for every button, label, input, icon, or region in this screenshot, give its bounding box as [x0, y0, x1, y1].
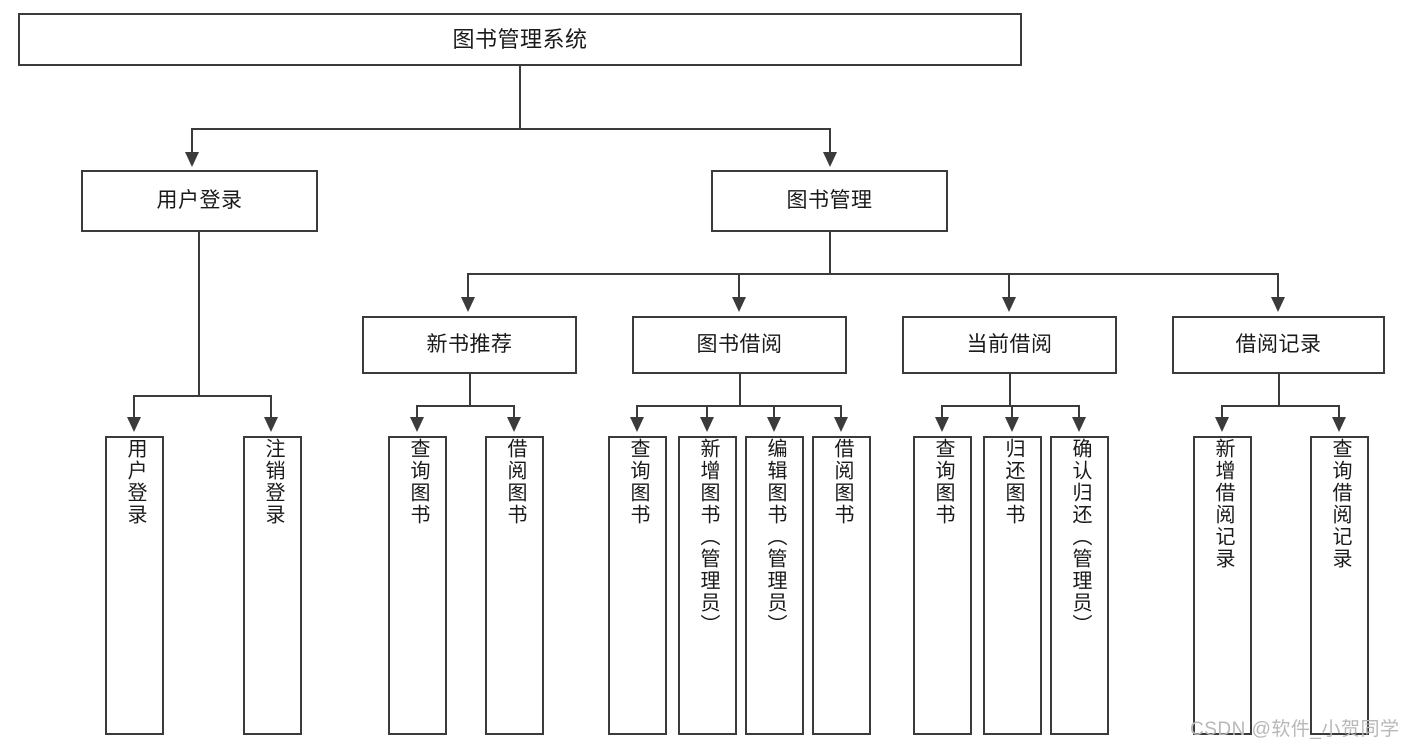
node-label: 用户登录 — [124, 438, 146, 526]
connector-to-leaf-logout — [270, 395, 272, 419]
connector-borrow-record-stem — [1278, 374, 1280, 406]
connector-to-leaf-edit-book — [773, 405, 775, 419]
arrowhead-leaf-borrow-book-1 — [507, 417, 521, 432]
node-label: 查询图书 — [627, 438, 649, 526]
connector-to-leaf-confirm-return — [1078, 405, 1080, 419]
arrowhead-book-borrow — [732, 297, 746, 312]
connector-to-leaf-query-record — [1338, 405, 1340, 419]
connector-to-leaf-query-book-2 — [636, 405, 638, 419]
node-label: 用户登录 — [156, 188, 243, 212]
arrowhead-leaf-query-record — [1332, 417, 1346, 432]
node-label: 图书管理 — [786, 188, 873, 212]
arrowhead-user-login — [185, 152, 199, 167]
node-leaf-borrow-book-recommend[interactable]: 借阅图书 — [485, 436, 544, 735]
node-label: 确认归还（管理员） — [1069, 438, 1091, 636]
node-leaf-query-book-borrow[interactable]: 查询图书 — [608, 436, 667, 735]
connector-user-login-stem — [198, 232, 200, 396]
node-label: 编辑图书（管理员） — [764, 438, 786, 636]
node-label: 当前借阅 — [966, 332, 1053, 356]
node-label: 新增借阅记录 — [1212, 438, 1234, 570]
node-leaf-borrow-book-borrow[interactable]: 借阅图书 — [812, 436, 871, 735]
connector-borrow-record-bus — [1221, 405, 1338, 407]
arrowhead-leaf-query-book-3 — [935, 417, 949, 432]
arrowhead-leaf-query-book-2 — [630, 417, 644, 432]
node-label: 新书推荐 — [426, 332, 513, 356]
connector-current-borrow-stem — [1009, 374, 1011, 406]
arrowhead-leaf-logout — [264, 417, 278, 432]
arrowhead-leaf-edit-book — [767, 417, 781, 432]
connector-to-book-borrow — [738, 273, 740, 299]
connector-to-leaf-return-book — [1011, 405, 1013, 419]
node-label: 新增图书（管理员） — [697, 438, 719, 636]
node-label: 归还图书 — [1002, 438, 1024, 526]
node-leaf-query-book-current[interactable]: 查询图书 — [913, 436, 972, 735]
node-leaf-add-book-admin[interactable]: 新增图书（管理员） — [678, 436, 737, 735]
node-new-book-recommend[interactable]: 新书推荐 — [362, 316, 577, 374]
node-label: 查询图书 — [932, 438, 954, 526]
node-leaf-query-book-recommend[interactable]: 查询图书 — [388, 436, 447, 735]
connector-to-book-manage — [829, 128, 831, 154]
connector-book-borrow-bus — [636, 405, 841, 407]
node-leaf-query-borrow-record[interactable]: 查询借阅记录 — [1310, 436, 1369, 735]
arrowhead-leaf-return-book — [1005, 417, 1019, 432]
connector-to-user-login — [191, 128, 193, 154]
arrowhead-leaf-user-login — [127, 417, 141, 432]
node-current-borrow[interactable]: 当前借阅 — [902, 316, 1117, 374]
node-leaf-user-login[interactable]: 用户登录 — [105, 436, 164, 735]
connector-user-login-bus — [133, 395, 270, 397]
node-borrow-record[interactable]: 借阅记录 — [1172, 316, 1385, 374]
node-leaf-confirm-return-admin[interactable]: 确认归还（管理员） — [1050, 436, 1109, 735]
node-label: 注销登录 — [262, 438, 284, 526]
node-leaf-edit-book-admin[interactable]: 编辑图书（管理员） — [745, 436, 804, 735]
connector-book-borrow-stem — [739, 374, 741, 406]
arrowhead-leaf-add-book — [700, 417, 714, 432]
connector-to-leaf-query-book-1 — [416, 405, 418, 419]
watermark-text: CSDN @软件_小贺同学 — [1190, 719, 1400, 740]
node-label: 借阅图书 — [504, 438, 526, 526]
node-label: 图书借阅 — [696, 332, 783, 356]
arrowhead-leaf-confirm-return — [1072, 417, 1086, 432]
arrowhead-new-book-recommend — [461, 297, 475, 312]
connector-to-borrow-record — [1277, 273, 1279, 299]
node-leaf-return-book[interactable]: 归还图书 — [983, 436, 1042, 735]
node-root-library-system[interactable]: 图书管理系统 — [18, 13, 1022, 66]
connector-to-leaf-query-book-3 — [941, 405, 943, 419]
connector-to-leaf-add-record — [1221, 405, 1223, 419]
connector-book-manage-stem — [829, 232, 831, 274]
node-label: 查询借阅记录 — [1329, 438, 1351, 570]
node-label: 查询图书 — [407, 438, 429, 526]
connector-level3-bus — [467, 273, 1279, 275]
node-label: 借阅记录 — [1235, 332, 1322, 356]
node-leaf-add-borrow-record[interactable]: 新增借阅记录 — [1193, 436, 1252, 735]
connector-new-book-recommend-stem — [469, 374, 471, 406]
node-book-manage[interactable]: 图书管理 — [711, 170, 948, 232]
arrowhead-leaf-add-record — [1215, 417, 1229, 432]
arrowhead-leaf-query-book-1 — [410, 417, 424, 432]
node-leaf-logout[interactable]: 注销登录 — [243, 436, 302, 735]
connector-root-stem — [519, 66, 521, 129]
node-book-borrow[interactable]: 图书借阅 — [632, 316, 847, 374]
connector-to-leaf-user-login — [133, 395, 135, 419]
connector-to-leaf-borrow-book-2 — [840, 405, 842, 419]
connector-current-borrow-bus — [941, 405, 1079, 407]
connector-new-book-recommend-bus — [416, 405, 514, 407]
connector-level2-bus — [191, 128, 831, 130]
connector-to-leaf-borrow-book-1 — [513, 405, 515, 419]
connector-to-new-book-recommend — [467, 273, 469, 299]
node-label: 借阅图书 — [831, 438, 853, 526]
node-label: 图书管理系统 — [452, 26, 588, 52]
arrowhead-borrow-record — [1271, 297, 1285, 312]
node-user-login[interactable]: 用户登录 — [81, 170, 318, 232]
arrowhead-current-borrow — [1002, 297, 1016, 312]
connector-to-leaf-add-book — [706, 405, 708, 419]
arrowhead-leaf-borrow-book-2 — [834, 417, 848, 432]
connector-to-current-borrow — [1008, 273, 1010, 299]
arrowhead-book-manage — [823, 152, 837, 167]
